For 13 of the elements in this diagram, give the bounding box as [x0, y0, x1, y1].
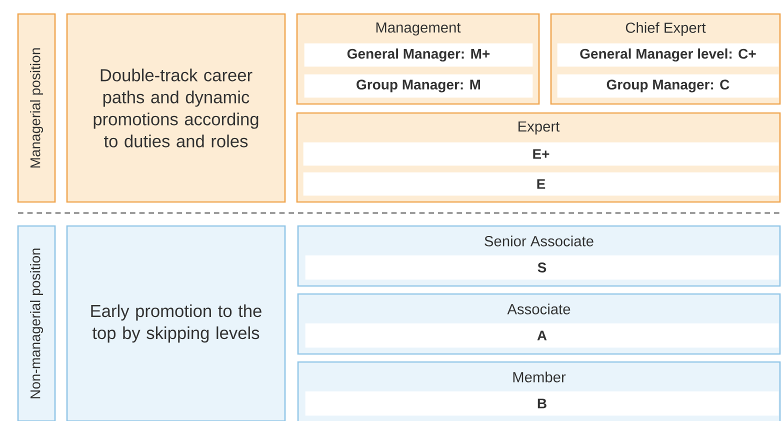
level-bar: B	[305, 391, 779, 416]
level-bar: E+	[303, 142, 779, 166]
level-bar: A	[305, 323, 779, 348]
level-bar: General Manager level: C+	[557, 43, 779, 67]
level-bar: General Manager: M+	[304, 43, 533, 67]
description-box: Early promotion to the top by skipping levels	[66, 225, 286, 421]
description-box: Double-track career paths and dynamic promotions according to duties and roles	[66, 13, 286, 203]
level-bar: Group Manager: C	[557, 74, 779, 98]
level-bar: E	[303, 172, 779, 196]
level-bar: S	[305, 255, 779, 280]
level-bar: Group Manager: M	[304, 74, 533, 98]
side-label-box: Non-managerial position	[17, 225, 56, 421]
side-label-box: Managerial position	[17, 13, 56, 203]
